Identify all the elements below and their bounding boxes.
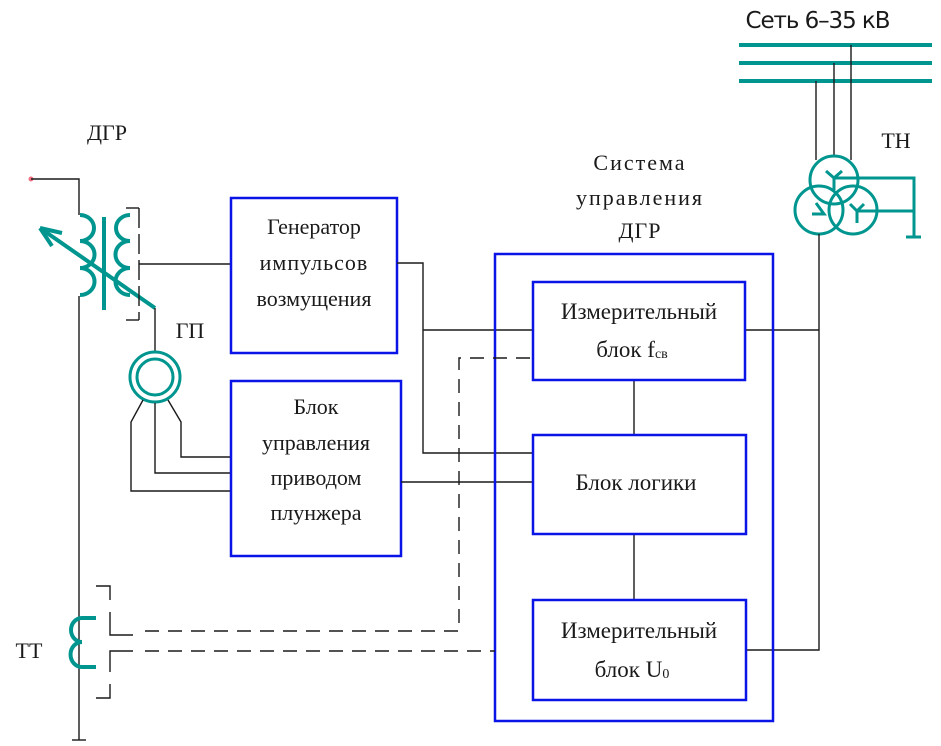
ct-label: ТТ (16, 638, 43, 663)
logic-frame (531, 433, 748, 536)
vt-primary-winding (808, 154, 860, 206)
plunger-control-text-1: Блок (293, 394, 338, 419)
pulse-generator-text-1: Генератор (267, 214, 361, 239)
vt-label: ТН (881, 128, 910, 153)
reactor-primary-winding (79, 213, 97, 297)
control-system-frame (493, 252, 775, 723)
measure-f-text-2: блок fсв (596, 337, 668, 362)
vt-output-line (834, 176, 916, 236)
network-label: Сеть 6–35 кВ (746, 8, 891, 34)
motor-drive-icon (128, 350, 182, 404)
plunger-control-block[interactable]: Блок управления приводом плунжера (229, 379, 403, 558)
measure-u-text-2-main: блок U (595, 657, 663, 682)
pulse-generator-block[interactable]: Генератор импульсов возмущения (229, 196, 399, 355)
measure-u-text-2: блок U0 (595, 657, 670, 682)
measure-f-text-1: Измерительный (561, 299, 717, 324)
generator-to-logic-wire (397, 262, 533, 454)
plunger-drive-label: ГП (176, 318, 205, 343)
ct-bracket-bottom (96, 684, 111, 699)
plunger-control-frame (229, 379, 403, 558)
three-winding-transformer-icon (793, 154, 921, 239)
vt-to-measure-u-wire (745, 234, 820, 651)
plunger-control-text-4: плунжера (271, 500, 362, 525)
arrow-head (38, 226, 63, 248)
ct-bracket-upper (109, 612, 133, 636)
system-title-2: управления (576, 185, 704, 210)
measure-f-subscript: св (655, 347, 668, 362)
measure-u-text-1: Измерительный (561, 618, 717, 643)
drive-wire-2 (154, 403, 231, 474)
reactor-label: ДГР (87, 120, 127, 145)
measure-f-text-2-main: блок f (596, 337, 655, 362)
drive-outer-ring (128, 350, 182, 404)
drive-wire-3 (130, 399, 231, 492)
system-title-1: Система (593, 150, 686, 175)
measure-f-block[interactable]: Измерительный блок fсв (531, 280, 747, 382)
reactor-supply-wire (31, 178, 80, 215)
plunger-control-text-2: управления (262, 430, 370, 455)
current-transformer-icon (68, 616, 96, 669)
ct-winding (68, 616, 96, 669)
ct-to-measure-f-dashed-wire (145, 357, 533, 632)
ct-bracket-lower (109, 650, 133, 672)
network-bus (739, 43, 932, 160)
adjustable-arrow (38, 226, 157, 310)
measure-f-frame (531, 280, 747, 382)
measure-u-frame (531, 598, 748, 702)
pulse-generator-text-3: возмущения (257, 286, 372, 311)
logic-block[interactable]: Блок логики (531, 433, 748, 536)
plunger-control-text-3: приводом (271, 465, 362, 490)
drive-wire-1 (167, 399, 231, 458)
star-symbol-icon (848, 202, 866, 223)
measure-u-subscript: 0 (662, 667, 669, 682)
system-title-3: ДГР (619, 218, 662, 243)
pulse-generator-text-2: импульсов (260, 250, 369, 275)
pulse-generator-frame (229, 196, 399, 355)
logic-text: Блок логики (575, 470, 696, 495)
measure-u-block[interactable]: Измерительный блок U0 (531, 598, 748, 702)
drive-inner-ring (135, 357, 175, 397)
arc-suppression-coil-icon (38, 213, 157, 310)
delta-symbol-icon (812, 202, 827, 216)
ct-bracket-top (96, 585, 111, 600)
